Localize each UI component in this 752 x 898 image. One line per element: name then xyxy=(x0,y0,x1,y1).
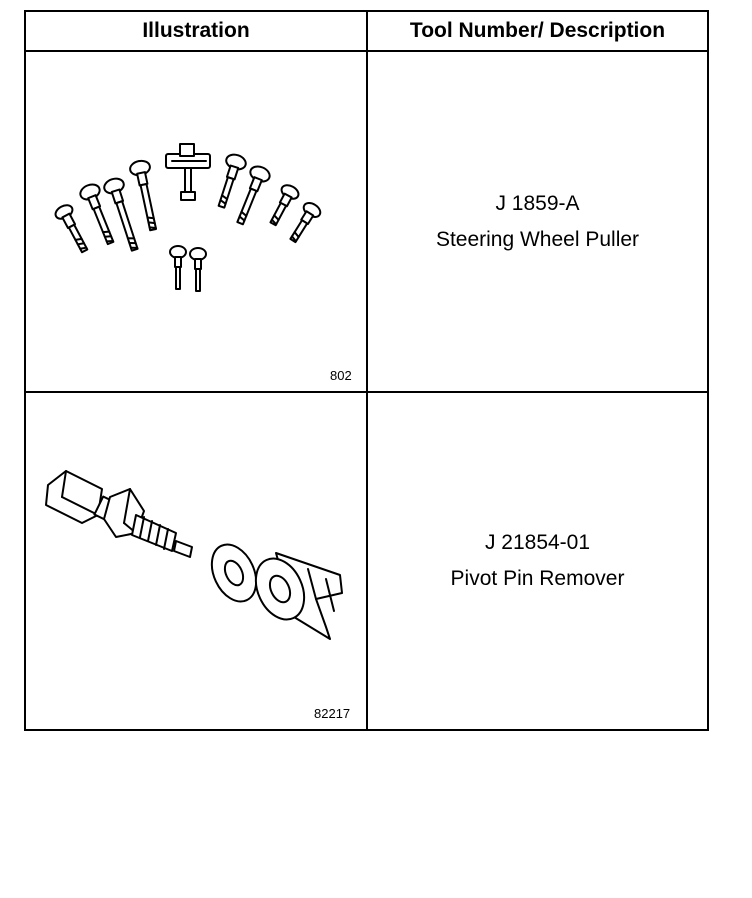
row-divider xyxy=(26,391,707,393)
figure-number: 82217 xyxy=(314,706,351,721)
tool-number: J 1859-A xyxy=(495,191,580,215)
bolt-1 xyxy=(54,204,89,254)
bolt-set-icon xyxy=(54,143,322,292)
row-1-illustration-cell: 802 xyxy=(26,52,366,391)
tool-description: Steering Wheel Puller xyxy=(435,227,640,251)
bolt-8 xyxy=(289,202,322,244)
bolt-6 xyxy=(236,165,271,226)
header-illustration: Illustration xyxy=(142,19,250,42)
forcing-screw xyxy=(45,470,193,558)
bolt-9 xyxy=(169,245,187,290)
receiver xyxy=(254,552,343,640)
bolt-4 xyxy=(129,159,158,232)
tool-number: J 21854-01 xyxy=(484,531,591,554)
row-2-illustration-cell: 82217 xyxy=(26,393,366,729)
tool-table: Illustration Tool Number/ Description xyxy=(24,10,709,731)
row-1-description-cell: J 1859-A Steering Wheel Puller xyxy=(368,52,707,391)
bolt-2 xyxy=(79,183,115,246)
bolt-3 xyxy=(103,177,139,252)
tool-description: Pivot Pin Remover xyxy=(450,567,625,590)
bolt-5 xyxy=(217,153,247,209)
bolt-7 xyxy=(269,184,300,227)
header-tool-description: Tool Number/ Description xyxy=(409,19,666,42)
column-divider xyxy=(366,12,368,729)
header-divider xyxy=(26,50,707,52)
pivot-pin-remover-icon xyxy=(45,470,343,640)
puller-body xyxy=(165,143,211,201)
bolt-10 xyxy=(189,247,207,292)
washer xyxy=(210,543,258,603)
figure-number: 802 xyxy=(330,368,352,383)
row-2-description-cell: J 21854-01 Pivot Pin Remover xyxy=(368,393,707,729)
